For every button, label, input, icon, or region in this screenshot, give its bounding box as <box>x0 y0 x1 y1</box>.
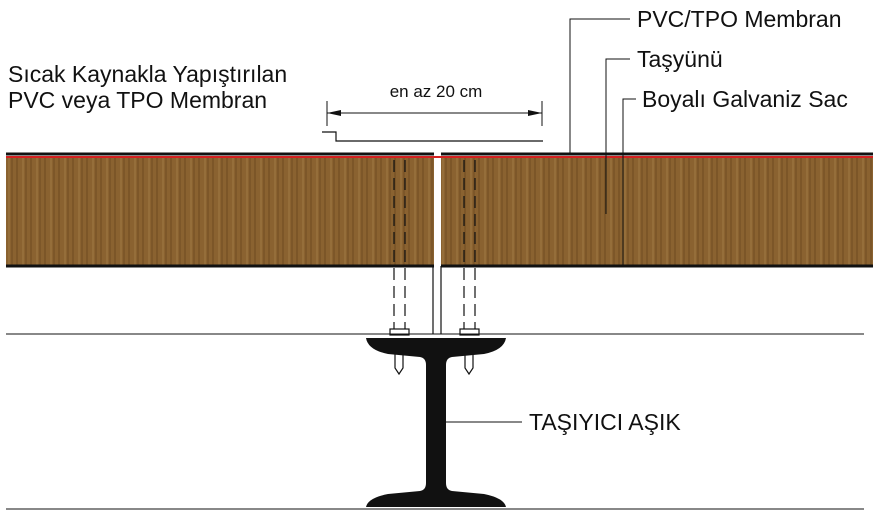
fastener-left <box>389 160 410 376</box>
left-label-line1: Sıcak Kaynakla Yapıştırılan <box>8 61 287 87</box>
insulation-label: Taşyünü <box>637 46 723 72</box>
overlap-membrane-strip <box>322 131 543 142</box>
i-beam-purlin <box>366 338 506 507</box>
leader-insulation <box>605 58 630 214</box>
dimension-arrow-right <box>528 110 542 116</box>
purlin-label: TAŞIYICI AŞIK <box>529 409 681 435</box>
insulation-left <box>6 157 434 266</box>
membrane-label: PVC/TPO Membran <box>637 6 842 32</box>
insulation-right <box>441 157 873 266</box>
leader-membrane <box>569 18 630 153</box>
fastener-right <box>459 160 480 376</box>
leader-steel-sheet <box>622 98 636 265</box>
overlap-label: en az 20 cm <box>390 82 483 101</box>
left-label-line2: PVC veya TPO Membran <box>8 87 267 113</box>
dimension-arrow-left <box>327 110 341 116</box>
steel-sheet-label: Boyalı Galvaniz Sac <box>642 86 848 112</box>
